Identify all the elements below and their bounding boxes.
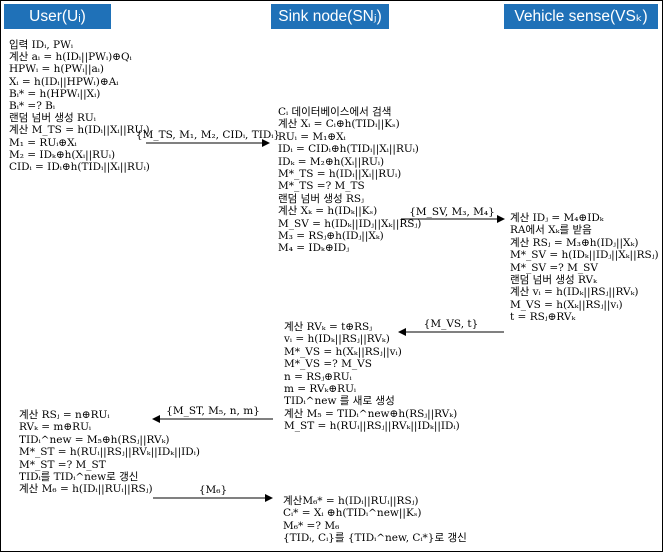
equation-line: RVₖ = m⊕RUᵢ <box>19 421 92 434</box>
equation-line: 계산 RSⱼ = M₃⊕h(IDⱼ||Xₖ) <box>510 236 639 249</box>
equation-line: vᵢ = h(IDₖ||RSⱼ||RVₖ) <box>284 333 390 346</box>
equation-line: 계산 vᵢ = h(IDₖ||RSⱼ||RVₖ) <box>510 286 639 299</box>
equation-line: M_SV = h(IDₖ||IDⱼ||Xₖ||RSⱼ) <box>278 217 422 230</box>
equation-line: M*_VS =? M_VS <box>284 358 372 371</box>
equation-line: M*_SV =? M_SV <box>510 261 598 274</box>
equation-line: n = RSⱼ⊕RUᵢ <box>284 370 352 383</box>
equation-line: 랜덤 넘버 생성 RUᵢ <box>9 112 96 125</box>
equation-line: M₆* =? M₆ <box>283 519 340 532</box>
equation-line: HPWᵢ = h(PWᵢ||aᵢ) <box>9 63 104 76</box>
header-sink-node: Sink node(SNⱼ) <box>271 4 389 29</box>
equation-line: Bᵢ* = h(HPWᵢ||Xᵢ) <box>9 87 101 100</box>
equation-line: 입력 IDᵢ, PWᵢ <box>9 39 73 51</box>
message-label-2: {M_SV, M₃, M₄} <box>409 206 495 218</box>
equation-line: 계산 Xᵢ = Cᵢ⊕h(TIDᵢ||Kₛ) <box>278 118 400 131</box>
equation-line: TIDᵢ^new = M₅⊕h(RSⱼ||RVₖ) <box>19 433 170 446</box>
equation-line: M₃ = RSⱼ⊕h(IDⱼ||Xₖ) <box>278 230 384 243</box>
equation-line: TIDᵢ를 TIDᵢ^new로 갱신 <box>19 471 139 484</box>
equation-line: M*_TS =? M_TS <box>278 180 365 193</box>
equation-line: M*_VS = h(Xₖ||RSⱼ||vᵢ) <box>284 345 402 358</box>
equation-line: Cᵢ 데이터베이스에서 검색 <box>278 106 392 118</box>
equation-line: M*_SV = h(IDₖ||IDⱼ||Xₖ||RSⱼ) <box>510 249 659 262</box>
equation-line: M₁ = RUᵢ⊕Xᵢ <box>9 136 77 149</box>
equation-line: t = RSⱼ⊕RVₖ <box>510 311 576 324</box>
equation-line: RUᵢ = M₁⊕Xᵢ <box>278 130 346 143</box>
equation-line: Bᵢ* =? Bᵢ <box>9 100 56 113</box>
equation-line: 계산 RVₖ = t⊕RSⱼ <box>284 321 372 333</box>
equation-line: 랜덤 넘버 생성 RSⱼ <box>278 192 364 205</box>
equation-line: m = RVₖ⊕RUᵢ <box>284 383 357 396</box>
equation-line: M₄ = IDₖ⊕IDⱼ <box>278 242 349 255</box>
message-label-1: {M_TS, M₁, M₂, CIDᵢ, TIDᵢ} <box>135 129 281 141</box>
header-vehicle-sense: Vehicle sense(VSₖ) <box>504 4 658 29</box>
equation-line: 랜덤 넘버 생성 RVₖ <box>510 274 597 287</box>
equation-line: M_ST = h(RUᵢ||RSⱼ||RVₖ||IDₖ||IDᵢ) <box>284 420 460 433</box>
equation-line: IDᵢ = CIDᵢ⊕h(TIDᵢ||Xᵢ||RUᵢ) <box>278 143 419 156</box>
message-label-3: {M_VS, t} <box>423 318 479 330</box>
equation-line: {TIDᵢ, Cᵢ}를 {TIDᵢ^new, Cᵢ*}로 갱신 <box>283 532 467 545</box>
equation-line: 계산M₆* = h(IDᵢ||RUᵢ||RSⱼ) <box>283 495 419 507</box>
equation-line: 계산 aᵢ = h(IDᵢ||PWᵢ)⊕Qᵢ <box>9 51 132 64</box>
message-label-5: {M₆} <box>198 484 228 496</box>
equation-line: M*_ST =? M_ST <box>19 458 106 471</box>
equation-line: M₂ = IDₖ⊕h(Xᵢ||RUᵢ) <box>9 148 116 161</box>
equation-line: Xᵢ = h(IDᵢ||HPWᵢ)⊕Aᵢ <box>9 75 119 88</box>
equation-line: 계산 M₅ = TIDᵢ^new⊕h(RSⱼ||RVₖ) <box>284 407 458 420</box>
equation-line: 계산 RSⱼ = n⊕RUᵢ <box>19 409 110 421</box>
equation-line: 계산 M_TS = h(IDᵢ||Xᵢ||RUᵢ) <box>9 124 150 137</box>
equation-line: 계산 M₆ = h(IDᵢ||RUᵢ||RSⱼ) <box>19 483 153 496</box>
equation-line: M_VS = h(Xₖ||RSⱼ||vᵢ) <box>510 298 623 311</box>
equation-line: 계산 Xₖ = h(IDₖ||Kₛ) <box>278 205 378 218</box>
equation-line: M*_TS = h(IDᵢ||Xᵢ||RUᵢ) <box>278 168 402 181</box>
message-label-4: {M_ST, M₅, n, m} <box>166 405 260 417</box>
equation-line: 계산 IDⱼ = M₄⊕IDₖ <box>510 212 604 224</box>
header-user: User(Uᵢ) <box>4 4 111 29</box>
equation-line: IDₖ = M₂⊕h(Xᵢ||RUᵢ) <box>278 155 385 168</box>
equation-line: M*_ST = h(RUᵢ||RSⱼ||RVₖ||IDₖ||IDᵢ) <box>19 446 200 459</box>
equation-line: TIDᵢ^new 를 새로 생성 <box>284 395 395 408</box>
equation-line: CIDᵢ = IDᵢ⊕h(TIDᵢ||Xᵢ||RUᵢ) <box>9 161 150 174</box>
equation-line: Cᵢ* = Xᵢ ⊕h(TIDᵢ^new||Kₛ) <box>283 507 422 520</box>
sink-computation-block-3: 계산M₆* = h(IDᵢ||RUᵢ||RSⱼ)Cᵢ* = Xᵢ ⊕h(TIDᵢ… <box>283 495 467 545</box>
equation-line: RA에서 Xₖ를 받음 <box>510 224 592 237</box>
